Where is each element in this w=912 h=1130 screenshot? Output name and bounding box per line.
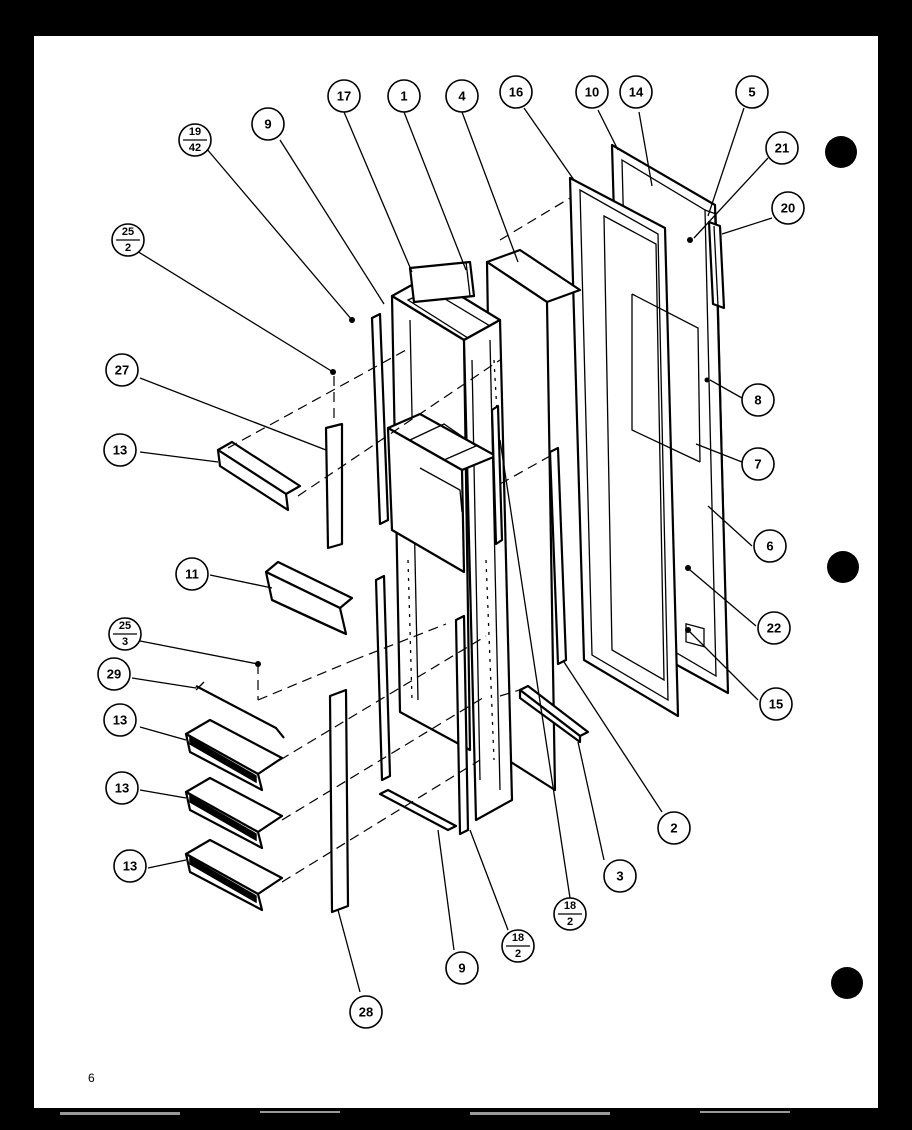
screw-22 <box>685 565 691 571</box>
svg-text:4: 4 <box>458 89 466 104</box>
callout-13-top: 13 <box>103 433 137 467</box>
svg-text:22: 22 <box>767 621 781 636</box>
callout-7: 7 <box>741 447 775 481</box>
binder-hole-bottom <box>831 967 863 999</box>
dispenser-cutout <box>631 293 705 648</box>
callout-21: 21 <box>765 131 799 165</box>
svg-text:10: 10 <box>585 85 599 100</box>
callout-2: 2 <box>657 811 691 845</box>
callout-18-over-2-bottom: 18 2 <box>501 929 535 963</box>
callout-13-b1: 13 <box>103 703 137 737</box>
svg-text:16: 16 <box>509 85 523 100</box>
callout-19-over-42: 19 42 <box>178 123 212 157</box>
callout-13-b2: 13 <box>105 771 139 805</box>
svg-text:13: 13 <box>115 781 129 796</box>
callout-25-over-2: 25 2 <box>111 223 145 257</box>
svg-text:11: 11 <box>185 567 199 582</box>
svg-text:2: 2 <box>125 242 131 254</box>
left-strips <box>370 312 504 836</box>
callout-5: 5 <box>735 75 769 109</box>
callout-9-top: 9 <box>251 107 285 141</box>
screw-15 <box>685 627 691 633</box>
trim-28 <box>328 688 350 914</box>
callout-15: 15 <box>759 687 793 721</box>
callout-8: 8 <box>741 383 775 417</box>
svg-text:7: 7 <box>754 457 761 472</box>
callout-28: 28 <box>349 995 383 1029</box>
bin-13-b <box>184 776 284 850</box>
svg-text:5: 5 <box>748 85 755 100</box>
svg-text:2: 2 <box>515 948 521 960</box>
svg-text:3: 3 <box>616 869 623 884</box>
svg-text:21: 21 <box>775 141 789 156</box>
bin-13-a <box>184 718 284 792</box>
svg-text:25: 25 <box>122 226 134 238</box>
door-handle <box>707 220 726 310</box>
callout-29: 29 <box>97 657 131 691</box>
svg-text:20: 20 <box>781 201 795 216</box>
callout-27: 27 <box>105 353 139 387</box>
svg-text:18: 18 <box>564 900 576 912</box>
svg-text:2: 2 <box>567 916 573 928</box>
screw-21 <box>687 237 693 243</box>
page-number: 6 <box>88 1071 95 1085</box>
door-gasket <box>568 176 680 718</box>
bottom-plate <box>378 788 458 832</box>
binder-hole-middle <box>827 551 859 583</box>
callout-3: 3 <box>603 859 637 893</box>
svg-text:1: 1 <box>400 89 407 104</box>
svg-text:25: 25 <box>119 620 131 632</box>
scan-edge-noise <box>34 1108 878 1115</box>
callout-20: 20 <box>771 191 805 225</box>
callout-10: 10 <box>575 75 609 109</box>
trim-27 <box>324 422 344 550</box>
svg-text:8: 8 <box>754 393 761 408</box>
svg-text:9: 9 <box>264 117 271 132</box>
binder-hole-top <box>825 136 857 168</box>
callout-17: 17 <box>327 79 361 113</box>
bin-13-c <box>184 838 284 912</box>
callout-9-bottom: 9 <box>445 951 479 985</box>
svg-text:29: 29 <box>107 667 121 682</box>
callout-13-b3: 13 <box>113 849 147 883</box>
svg-text:27: 27 <box>115 363 129 378</box>
svg-text:14: 14 <box>629 85 644 100</box>
callout-11: 11 <box>175 557 209 591</box>
callout-4: 4 <box>445 79 479 113</box>
callout-1: 1 <box>387 79 421 113</box>
parts-drawing <box>184 143 730 914</box>
svg-text:9: 9 <box>458 961 465 976</box>
svg-text:42: 42 <box>189 142 201 154</box>
screw-8 <box>704 377 710 383</box>
svg-text:19: 19 <box>189 126 201 138</box>
svg-text:3: 3 <box>122 636 128 648</box>
svg-text:28: 28 <box>359 1005 373 1020</box>
wire-shelf-29 <box>195 681 285 739</box>
leader-lines <box>131 107 773 993</box>
callout-6: 6 <box>753 529 787 563</box>
dispenser-housing <box>386 412 498 574</box>
shelf-13-top <box>216 440 302 512</box>
svg-text:6: 6 <box>766 539 773 554</box>
svg-text:2: 2 <box>670 821 677 836</box>
liner-hole-pattern <box>407 359 499 761</box>
callout-18-over-2-right: 18 2 <box>553 897 587 931</box>
svg-text:15: 15 <box>769 697 783 712</box>
callout-22: 22 <box>757 611 791 645</box>
bin-11 <box>264 560 354 636</box>
callouts: 17 1 4 16 10 14 5 21 <box>97 75 805 1029</box>
bottom-rail <box>518 684 590 744</box>
svg-text:13: 13 <box>123 859 137 874</box>
callout-25-over-3: 25 3 <box>108 617 142 651</box>
callout-16: 16 <box>499 75 533 109</box>
svg-text:13: 13 <box>113 713 127 728</box>
svg-text:18: 18 <box>512 932 524 944</box>
trim-strip <box>548 446 568 666</box>
svg-text:13: 13 <box>113 443 127 458</box>
fraction-callouts: 19 42 25 2 25 3 18 2 18 2 <box>108 123 587 963</box>
callout-14: 14 <box>619 75 653 109</box>
svg-text:17: 17 <box>337 89 351 104</box>
alignment-lines <box>227 197 571 883</box>
